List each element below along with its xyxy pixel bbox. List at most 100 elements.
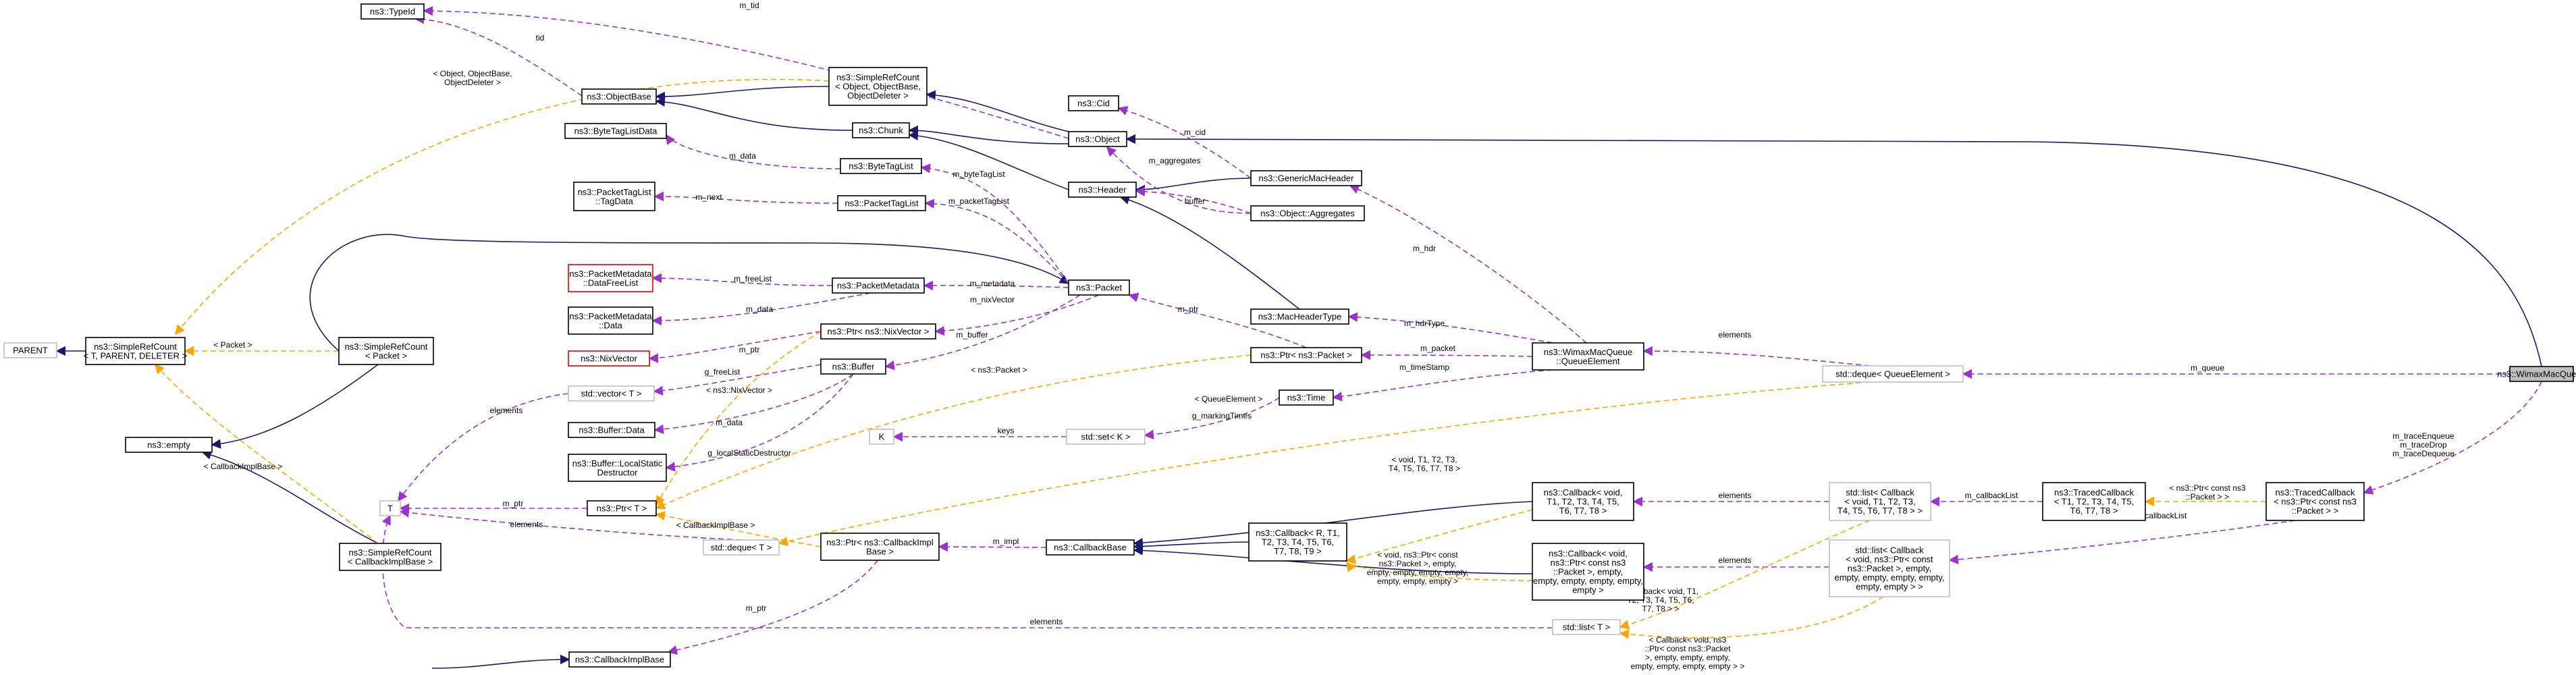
class-node-time[interactable]: ns3::Time <box>1279 389 1334 406</box>
class-node-cbi[interactable]: ns3::CallbackImplBase <box>568 651 671 668</box>
class-node-ptr-t[interactable]: ns3::Ptr< T > <box>587 500 657 516</box>
usage-edge <box>399 508 742 541</box>
class-node-label: ns3::Time <box>1287 393 1326 403</box>
class-node-cbbase[interactable]: ns3::CallbackBase <box>1046 539 1135 556</box>
class-node-src-cbi[interactable]: ns3::SimpleRefCount< CallbackImplBase > <box>339 543 441 571</box>
edge-label-g-markingTimes: g_markingTimes <box>1192 411 1252 421</box>
class-node-cb-r[interactable]: ns3::Callback< R, T1,T2, T3, T4, T5, T6,… <box>1248 522 1347 562</box>
usage-edge <box>2363 381 2542 495</box>
class-node-typeid[interactable]: ns3::TypeId <box>360 3 425 20</box>
edge-label-m-hdrType: m_hdrType <box>1404 319 1445 328</box>
edge-label-elements-cb: elements <box>1719 556 1752 565</box>
class-node-wmq[interactable]: ns3::WimaxMacQueue <box>2497 366 2576 382</box>
class-node-ptl[interactable]: ns3::PacketTagList <box>837 195 926 211</box>
class-node-btl[interactable]: ns3::ByteTagList <box>840 158 922 174</box>
usage-edge <box>1642 346 1871 367</box>
edge-label-m-packet: m_packet <box>1420 344 1456 353</box>
edge-label-m-ptr-nix: m_ptr <box>739 345 760 354</box>
edge-label-qe-tpl: < QueueElement > <box>1195 394 1263 404</box>
edge-label-m-data-buf: m_data <box>716 418 743 427</box>
edge-label-elements-list: elements <box>1719 491 1752 500</box>
class-node-aggs[interactable]: ns3::Object::Aggregates <box>1250 205 1365 221</box>
class-node-btld[interactable]: ns3::ByteTagListData <box>564 123 667 139</box>
usage-edge <box>651 292 871 326</box>
inheritance-edge <box>309 234 1070 352</box>
edge-label-m-ptr-cbi: m_ptr <box>746 603 767 613</box>
class-node-objectbase[interactable]: ns3::ObjectBase <box>581 88 657 105</box>
class-node-tcb[interactable]: ns3::TracedCallback< T1, T2, T3, T4, T5,… <box>2042 482 2146 521</box>
class-node-list-cbpkt: std::list< Callback< void, ns3::Ptr< con… <box>1829 539 1950 597</box>
class-node-src-tpd[interactable]: ns3::SimpleRefCount< T, PARENT, DELETER … <box>84 337 187 365</box>
usage-edge <box>1332 369 1553 402</box>
usage-edge <box>1128 292 1307 348</box>
class-node-ptr-packet[interactable]: ns3::Ptr< ns3::Packet > <box>1250 347 1362 363</box>
class-node-chunk[interactable]: ns3::Chunk <box>852 122 910 138</box>
inheritance-edge <box>1135 178 1252 195</box>
edge-label-m-callbackList-pkt: m_callbackList <box>2134 511 2187 520</box>
class-node-buffer[interactable]: ns3::Buffer <box>820 358 886 375</box>
usage-edge <box>1135 186 1252 214</box>
template-edge <box>1619 596 1884 639</box>
class-node-label: std::list< T > <box>1563 622 1610 632</box>
inheritance-edge <box>1119 194 1300 310</box>
class-node-cb-vpkt[interactable]: ns3::Callback< void,ns3::Ptr< const ns3:… <box>1532 543 1644 601</box>
class-node-header[interactable]: ns3::Header <box>1068 182 1137 198</box>
class-node-pmdd[interactable]: ns3::PacketMetadata::Data <box>568 306 653 335</box>
class-node-object[interactable]: ns3::Object <box>1068 131 1127 147</box>
class-node-tcb-pkt[interactable]: ns3::TracedCallback< ns3::Ptr< const ns3… <box>2265 482 2365 521</box>
class-node-list-t: std::list< T > <box>1552 619 1621 635</box>
class-node-set: std::set< K > <box>1066 429 1146 445</box>
usage-edge <box>665 373 854 472</box>
class-node-ptr-nix[interactable]: ns3::Ptr< ns3::NixVector > <box>820 323 936 340</box>
class-node-cb-void[interactable]: ns3::Callback< void,T1, T2, T3, T4, T5,T… <box>1532 482 1634 521</box>
class-node-deque-qe: std::deque< QueueElement > <box>1822 365 1964 383</box>
class-node-pmdfl[interactable]: ns3::PacketMetadata::DataFreeList <box>568 264 653 292</box>
edge-label-m-buffer: m_buffer <box>956 330 988 340</box>
usage-edge <box>398 393 569 502</box>
usage-edge <box>1360 350 1533 360</box>
class-node-label: ns3::Object <box>1075 134 1120 144</box>
class-node-cid[interactable]: ns3::Cid <box>1068 95 1119 111</box>
class-node-src-packet[interactable]: ns3::SimpleRefCount< Packet > <box>338 337 434 365</box>
class-node-list-cb: std::list< Callback< void, T1, T2, T3,T4… <box>1829 482 1931 521</box>
edge-label-m-nixVector: m_nixVector <box>970 295 1015 304</box>
inheritance-edge <box>925 90 1069 132</box>
edge-label-elements-dt: elements <box>510 520 543 529</box>
inheritance-edge <box>431 654 570 669</box>
class-node-machdr[interactable]: ns3::MacHeaderType <box>1250 308 1349 325</box>
usage-edge <box>1117 106 1252 179</box>
inheritance-edge <box>201 450 379 544</box>
usage-edge <box>648 331 822 363</box>
class-node-label: ns3::SimpleRefCount< Object, ObjectBase,… <box>835 72 921 101</box>
usage-edge <box>1349 184 1587 344</box>
template-edge <box>155 363 379 544</box>
edge-label-m-packetTagList: m_packetTagList <box>948 196 1010 206</box>
template-edge <box>655 511 822 547</box>
class-node-empty[interactable]: ns3::empty <box>125 437 213 453</box>
edge-label-m-cid: m_cid <box>1184 128 1206 137</box>
class-node-pmd[interactable]: ns3::PacketMetadata <box>832 277 925 294</box>
inheritance-edge <box>908 130 1069 190</box>
class-node-packet[interactable]: ns3::Packet <box>1068 279 1130 296</box>
class-node-label: std::set< K > <box>1081 432 1131 442</box>
edge-label-tid: tid <box>536 33 545 43</box>
usage-edge <box>884 294 1081 371</box>
class-node-label: std::list< Callback< void, T1, T2, T3,T4… <box>1837 487 1923 516</box>
inheritance-edge <box>655 97 853 131</box>
class-node-bufdata[interactable]: ns3::Buffer::Data <box>568 422 655 438</box>
class-node-nixv[interactable]: ns3::NixVector <box>568 350 650 367</box>
class-node-src-obj[interactable]: ns3::SimpleRefCount< Object, ObjectBase,… <box>828 67 928 106</box>
class-node-k: K <box>869 429 894 445</box>
class-node-label: ns3::Callback< void,T1, T2, T3, T4, T5,T… <box>1544 487 1623 516</box>
class-node-label: ns3::Packet <box>1076 283 1122 293</box>
class-node-wmqe[interactable]: ns3::WimaxMacQueue::QueueElement <box>1532 342 1644 371</box>
usage-edge <box>923 280 1069 291</box>
class-node-deque-t: std::deque< T > <box>703 539 780 556</box>
class-node-genmac[interactable]: ns3::GenericMacHeader <box>1250 170 1362 186</box>
class-node-ptld[interactable]: ns3::PacketTagList::TagData <box>573 182 655 211</box>
